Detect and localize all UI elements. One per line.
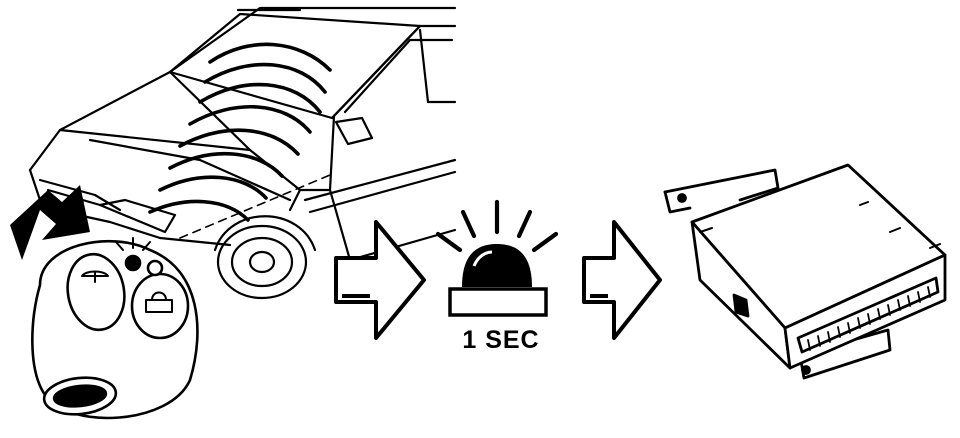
signal-waves-icon — [148, 42, 332, 222]
press-arrow-icon — [10, 185, 90, 260]
flashing-lamp-icon — [435, 199, 559, 317]
indicator-duration-label: 1 SEC — [462, 326, 540, 354]
key-fob-icon — [31, 237, 199, 420]
arrow-icon — [334, 220, 426, 340]
arrow-icon — [582, 220, 662, 340]
control-module-icon — [663, 163, 947, 380]
